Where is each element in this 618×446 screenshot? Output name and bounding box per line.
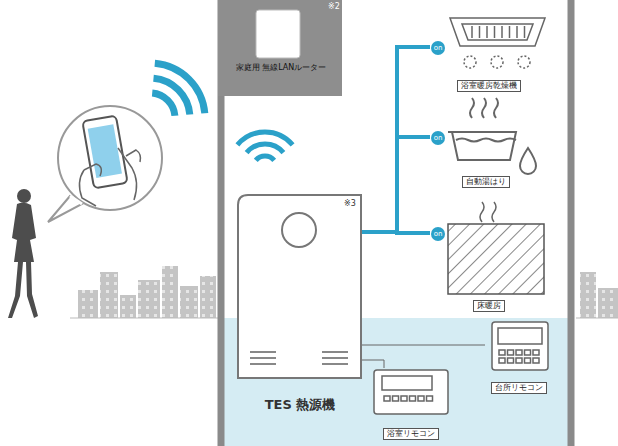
- person-silhouette: [8, 189, 38, 318]
- node-label: TES 熱源機: [265, 397, 336, 413]
- appliance-label: 浴室リモコン: [383, 428, 439, 440]
- on-badge: on: [431, 227, 445, 241]
- appliance-label: 自動湯はり: [462, 176, 510, 188]
- appliance-node: 浴室暖房乾燥機: [430, 12, 548, 92]
- pipe-connector: [362, 47, 430, 232]
- heat-source-node: TES 熱源機: [238, 195, 362, 420]
- callout-number: ※3: [344, 199, 356, 208]
- remote-wire: [362, 360, 384, 368]
- heat-source-unit: [238, 195, 361, 378]
- appliance-label: 浴室暖房乾燥機: [457, 80, 521, 92]
- bathtub-icon: [448, 98, 536, 174]
- bath-remote-icon: [374, 370, 448, 414]
- appliance-label: 台所リモコン: [491, 382, 547, 394]
- wifi-signal: [152, 63, 205, 116]
- phone-bubble: [48, 106, 162, 222]
- router-area: 家庭用 無線LANルーター: [220, 0, 342, 94]
- callout-number: ※2: [328, 2, 340, 11]
- router-icon: [256, 10, 300, 58]
- wifi-signal: [237, 132, 292, 160]
- pipe-connector: [362, 137, 430, 232]
- on-badge: on: [431, 131, 445, 145]
- kitchen-remote-icon: [492, 322, 548, 370]
- appliance-node: 台所リモコン: [485, 318, 553, 394]
- appliance-node: 自動湯はり: [430, 95, 542, 188]
- remote-wire: [362, 345, 485, 346]
- appliance-node: 浴室リモコン: [368, 368, 454, 440]
- pipe-connector: [362, 232, 430, 233]
- appliance-node: 床暖房: [430, 195, 548, 312]
- house-wall: [221, 0, 571, 446]
- floor-heating-icon: [448, 202, 544, 294]
- bath-dryer-icon: [450, 18, 545, 68]
- router-room: [218, 0, 342, 96]
- node-label: 家庭用 無線LANルーター: [220, 62, 342, 73]
- on-badge: on: [431, 41, 445, 55]
- appliance-label: 床暖房: [473, 300, 505, 312]
